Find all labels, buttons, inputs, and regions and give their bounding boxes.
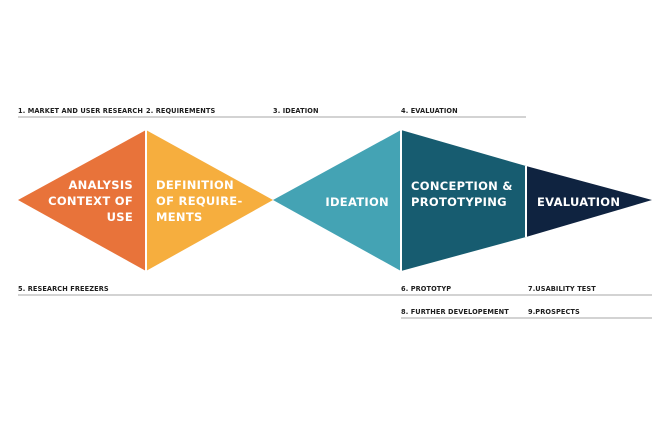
label-evaluation: 4. EVALUATION bbox=[401, 107, 458, 115]
requirements-line-3: MENTS bbox=[156, 210, 203, 224]
conception-line-2: PROTOTYPING bbox=[411, 195, 507, 209]
conception-line-1: CONCEPTION & bbox=[411, 179, 513, 193]
ideation-shape bbox=[273, 130, 401, 271]
conception-shape bbox=[401, 130, 526, 271]
label-usability-test: 7.USABILITY TEST bbox=[528, 285, 596, 293]
label-prospects: 9.PROSPECTS bbox=[528, 308, 580, 316]
evaluation-shape bbox=[526, 166, 652, 237]
requirements-shape bbox=[146, 130, 273, 271]
evaluation-label: EVALUATION bbox=[537, 195, 620, 209]
analysis-line-1: ANALYSIS bbox=[68, 178, 133, 192]
requirements-line-2: OF REQUIRE- bbox=[156, 194, 243, 208]
top-labels: 1. MARKET AND USER RESEARCH 2. REQUIREME… bbox=[18, 107, 458, 115]
label-prototype: 6. PROTOTYP bbox=[401, 285, 451, 293]
process-shapes bbox=[18, 130, 652, 271]
bottom-labels: 5. RESEARCH FREEZERS 6. PROTOTYP 7.USABI… bbox=[18, 285, 652, 319]
label-ideation: 3. IDEATION bbox=[273, 107, 319, 115]
analysis-line-3: USE bbox=[107, 210, 133, 224]
label-requirements: 2. REQUIREMENTS bbox=[146, 107, 215, 115]
shape-labels: ANALYSIS CONTEXT OF USE DEFINITION OF RE… bbox=[48, 178, 620, 224]
label-further-development: 8. FURTHER DEVELOPEMENT bbox=[401, 308, 509, 316]
requirements-line-1: DEFINITION bbox=[156, 178, 234, 192]
label-research-freezers: 5. RESEARCH FREEZERS bbox=[18, 285, 109, 293]
label-market-user-research: 1. MARKET AND USER RESEARCH bbox=[18, 107, 143, 115]
analysis-line-2: CONTEXT OF bbox=[48, 194, 133, 208]
analysis-shape bbox=[18, 130, 146, 271]
ideation-label: IDEATION bbox=[325, 195, 389, 209]
